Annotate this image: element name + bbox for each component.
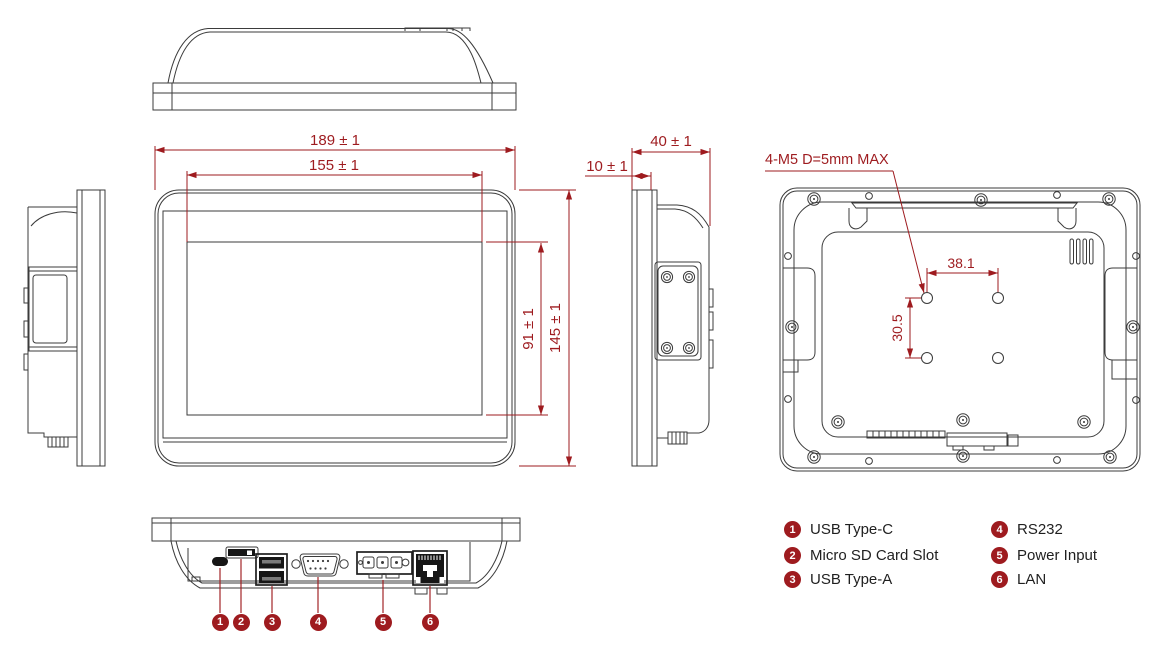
right-side-view	[631, 189, 714, 467]
dimension-lines	[154, 146, 999, 467]
rear-handle-recess	[848, 202, 1079, 230]
right-side-plate	[654, 261, 702, 361]
display-area	[186, 241, 483, 416]
rear-screws	[784, 191, 1140, 465]
legend-badge-6: 6	[991, 571, 1008, 588]
dim-bezel-depth: 10 ± 1	[586, 158, 628, 175]
rear-bottom-connectors	[866, 430, 1019, 451]
rear-side-plates	[782, 267, 1140, 380]
callout-usb-c: 1	[211, 613, 229, 631]
legend-label-power: Power Input	[1017, 547, 1098, 564]
callout-power: 5	[374, 613, 392, 631]
vent-slots	[1069, 238, 1094, 265]
bottom-view	[151, 517, 521, 613]
legend-label-rs232: RS232	[1017, 521, 1063, 538]
left-side-plate	[28, 266, 78, 352]
top-view	[152, 27, 517, 111]
lan-port	[412, 550, 448, 586]
legend-label-usb-c: USB Type-C	[810, 521, 894, 538]
callout-usb-a: 3	[263, 613, 281, 631]
right-bottom-connector	[667, 431, 688, 445]
dim-overall-height: 145 ± 1	[547, 303, 564, 353]
dim-vesa-vertical: 30.5	[889, 314, 905, 342]
dim-display-width: 155 ± 1	[309, 157, 359, 174]
top-buttons	[404, 27, 471, 31]
dim-overall-depth: 40 ± 1	[650, 133, 692, 150]
vesa-leader-line	[765, 170, 925, 294]
vesa-holes	[921, 292, 1004, 364]
rs232-port	[291, 553, 349, 577]
left-bottom-connector	[47, 436, 69, 448]
legend-item-usb-a: 3 USB Type-A	[784, 571, 892, 588]
power-input-port	[356, 551, 413, 579]
legend-item-lan: 6 LAN	[991, 571, 1046, 588]
back-view	[779, 187, 1141, 472]
legend-badge-4: 4	[991, 521, 1008, 538]
legend-label-usb-a: USB Type-A	[810, 571, 893, 588]
rear-panel	[821, 231, 1105, 438]
bezel-face	[162, 210, 508, 439]
dim-display-height: 91 ± 1	[520, 308, 537, 350]
legend-badge-1: 1	[784, 521, 801, 538]
usb-c-port	[212, 557, 228, 566]
legend-badge-5: 5	[991, 547, 1008, 564]
front-view	[154, 189, 516, 467]
dim-overall-width: 189 ± 1	[310, 132, 360, 149]
legend-item-micro-sd: 2 Micro SD Card Slot	[784, 547, 938, 564]
legend-item-usb-c: 1 USB Type-C	[784, 521, 893, 538]
callout-leader-lines	[219, 559, 431, 613]
legend-item-power: 5 Power Input	[991, 547, 1097, 564]
callout-rs232: 4	[309, 613, 327, 631]
left-side-view	[23, 189, 106, 467]
legend-label-micro-sd: Micro SD Card Slot	[810, 547, 939, 564]
legend-badge-2: 2	[784, 547, 801, 564]
callout-lan: 6	[421, 613, 439, 631]
legend-item-rs232: 4 RS232	[991, 521, 1063, 538]
micro-sd-slot	[225, 546, 259, 559]
legend-label-lan: LAN	[1017, 571, 1047, 588]
usb-a-ports	[255, 553, 288, 586]
dim-vesa-horizontal: 38.1	[947, 255, 975, 271]
vesa-mount-note: 4-M5 D=5mm MAX	[765, 152, 889, 168]
callout-micro-sd: 2	[232, 613, 250, 631]
legend-badge-3: 3	[784, 571, 801, 588]
